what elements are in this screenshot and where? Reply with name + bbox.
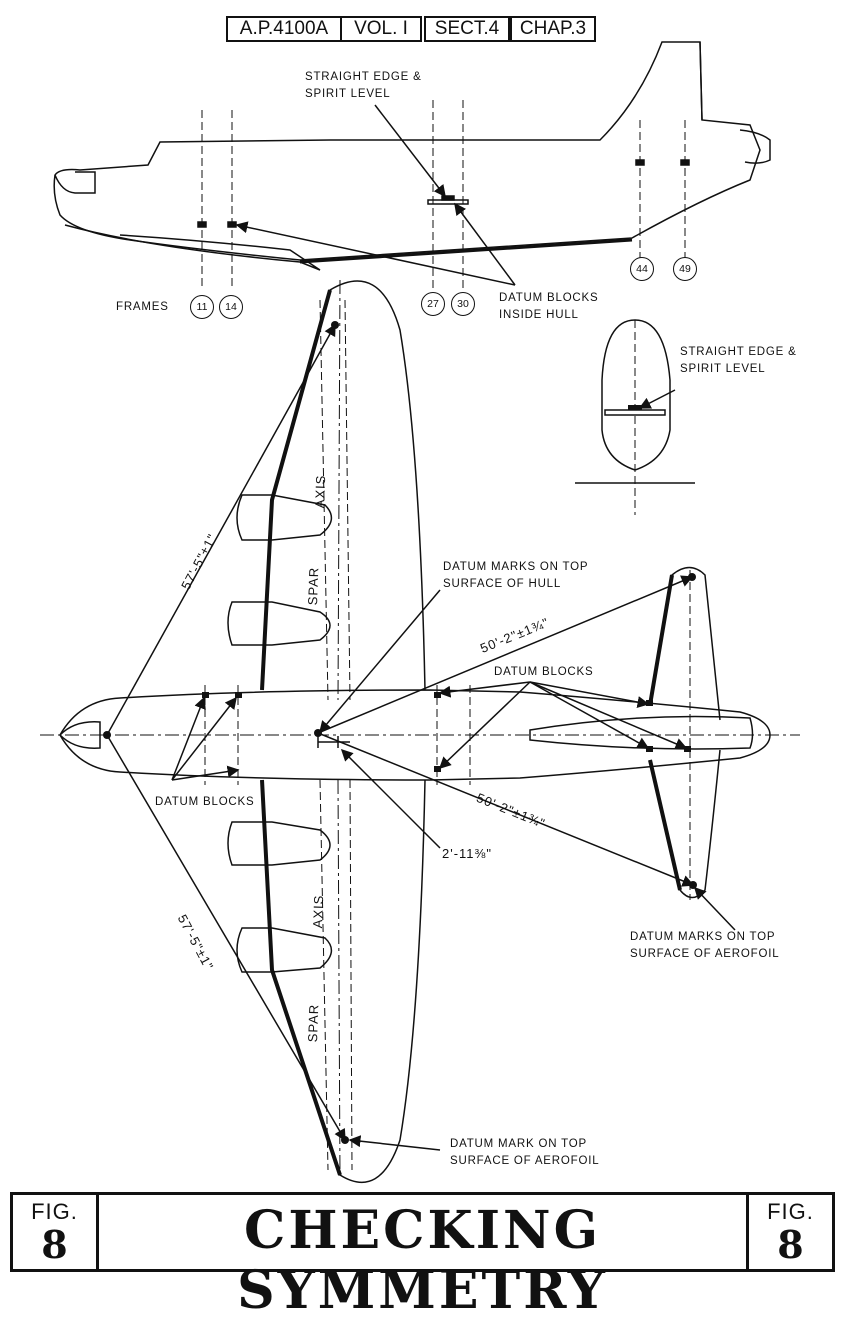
datum-blocks-label-left: DATUM BLOCKS xyxy=(155,796,255,808)
hull-datum-marks-label: DATUM MARKS ON TOP SURFACE OF HULL xyxy=(443,561,589,590)
side-view-frame-lines xyxy=(201,100,686,290)
fig-number-left: 8 xyxy=(41,1222,68,1267)
hull-section-view xyxy=(575,319,695,515)
plan-view-datum-points xyxy=(103,321,697,1144)
frame-marker-14: 14 xyxy=(219,295,243,319)
aerofoil-datum-mark-label: DATUM MARK ON TOP SURFACE OF AEROFOIL xyxy=(450,1138,600,1167)
figure-number-right: FIG. 8 xyxy=(746,1195,832,1269)
spar-label-lower: SPAR xyxy=(305,1003,322,1043)
datum-blocks-inside-hull-label: DATUM BLOCKS INSIDE HULL xyxy=(499,292,599,321)
straight-edge-label-section: STRAIGHT EDGE & SPIRIT LEVEL xyxy=(680,346,797,375)
side-view-hull xyxy=(53,41,771,271)
header-section: SECT.4 xyxy=(424,16,510,42)
axis-label-upper: AXIS xyxy=(312,474,329,509)
plan-view-leaders xyxy=(171,589,736,1151)
frame-marker-27: 27 xyxy=(421,292,445,316)
plan-view-dimension-lines xyxy=(106,323,695,1142)
straight-edge-label-side: STRAIGHT EDGE & SPIRIT LEVEL xyxy=(305,71,422,100)
axis-label-lower: AXIS xyxy=(310,894,327,929)
plan-view-wing-upper xyxy=(227,279,426,701)
figure-footer: FIG. 8 CHECKING SYMMETRY FIG. 8 xyxy=(10,1192,835,1321)
drawing-sheet: A.P.4100A VOL. I SECT.4 CHAP.3 xyxy=(10,16,835,1321)
header-volume: VOL. I xyxy=(340,16,422,42)
offset-dimension: 2'-11⅜" xyxy=(442,846,492,861)
plan-view-fuselage xyxy=(40,689,800,781)
fig-number-right: 8 xyxy=(777,1222,804,1267)
plan-view-wing-lower xyxy=(227,779,426,1184)
figure-title: CHECKING SYMMETRY xyxy=(237,1200,608,1321)
frames-label: FRAMES xyxy=(116,301,169,313)
frame-marker-11: 11 xyxy=(190,295,214,319)
spar-label-upper: SPAR xyxy=(305,566,322,606)
plan-view-tailplane xyxy=(648,566,721,900)
aircraft-drawing xyxy=(40,41,800,1184)
header-chapter: CHAP.3 xyxy=(510,16,596,42)
side-view-leaders xyxy=(235,104,516,286)
fig-word-right: FIG. xyxy=(767,1199,814,1224)
aerofoil-datum-marks-label: DATUM MARKS ON TOP SURFACE OF AEROFOIL xyxy=(630,931,780,960)
figure-number-left: FIG. 8 xyxy=(13,1195,99,1269)
fig-word-left: FIG. xyxy=(31,1199,78,1224)
frame-marker-49: 49 xyxy=(673,257,697,281)
frame-marker-44: 44 xyxy=(630,257,654,281)
datum-blocks-label-right: DATUM BLOCKS xyxy=(494,666,594,678)
frame-marker-30: 30 xyxy=(451,292,475,316)
